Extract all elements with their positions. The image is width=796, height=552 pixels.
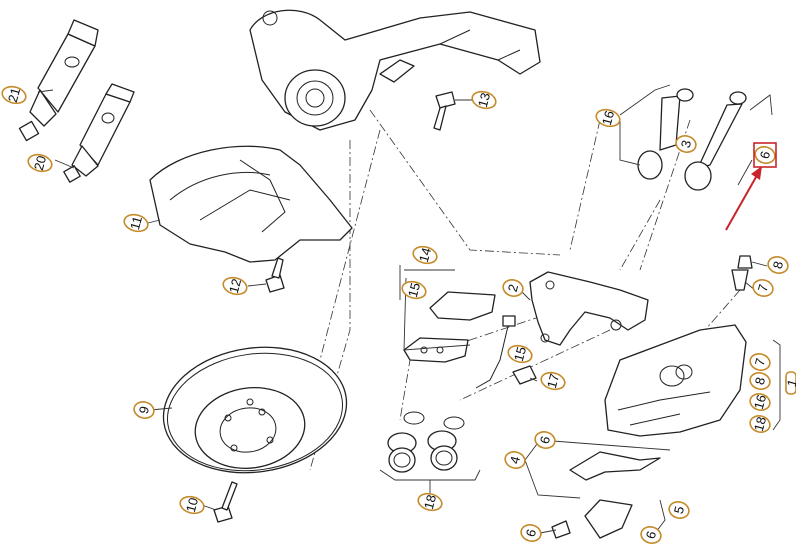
label-10-text: 10 (183, 496, 201, 514)
bolt-13 (433, 91, 472, 131)
label-11-text: 11 (127, 215, 145, 232)
label-7-text: 7 (755, 283, 771, 294)
label-6a-text: 6 (537, 435, 553, 446)
label-3-text: 3 (678, 139, 694, 150)
label-3: 3 (675, 135, 697, 153)
heat-shield-5 (584, 499, 633, 539)
clip-17 (512, 365, 537, 385)
label-8: 8 (767, 256, 789, 274)
label-7: 7 (752, 279, 774, 297)
label-6c-text: 6 (643, 530, 659, 541)
label-14-text: 14 (416, 246, 434, 264)
label-9-text: 9 (136, 405, 152, 416)
label-6a: 6 (534, 431, 556, 449)
label-stack-16-text: 16 (751, 393, 769, 411)
wheel-bearing-housing (249, 9, 541, 131)
piston-seals-18 (387, 411, 465, 473)
label-15a-text: 15 (405, 281, 423, 299)
label-12-text: 12 (226, 277, 244, 295)
bolt-12 (265, 257, 285, 293)
label-16a-text: 16 (599, 109, 617, 127)
wear-sensor-15 (475, 315, 516, 389)
label-6b-text: 6 (523, 528, 539, 539)
label-15b-text: 15 (511, 345, 529, 363)
part-labels: 21 20 11 12 9 10 13 14 (1, 85, 796, 544)
label-15a: 15 (401, 280, 427, 300)
label-20: 20 (27, 153, 53, 173)
label-6b: 6 (520, 524, 542, 542)
bolt-10 (213, 481, 238, 523)
brake-caliper-1 (604, 324, 747, 437)
label-17: 17 (540, 371, 566, 391)
label-17-text: 17 (544, 372, 562, 390)
label-21: 21 (1, 85, 27, 105)
label-2: 2 (502, 279, 524, 297)
label-18a: 18 (417, 492, 443, 512)
dash-dot-lines (309, 109, 741, 471)
label-20-text: 20 (31, 154, 49, 172)
label-5-text: 5 (671, 505, 687, 516)
brake-disc-9 (162, 346, 348, 474)
label-stack-7-text: 7 (752, 357, 768, 368)
label-2-text: 2 (505, 283, 521, 294)
label-16a: 16 (595, 108, 621, 128)
label-4: 4 (504, 451, 526, 469)
brake-pad-14 (403, 291, 496, 363)
bracket-lines (37, 84, 781, 541)
label-stack-18-text: 18 (751, 415, 769, 433)
label-stack-8-text: 8 (752, 376, 768, 387)
retaining-spring-4 (569, 451, 661, 481)
label-9: 9 (133, 401, 155, 419)
label-18a-text: 18 (421, 493, 439, 511)
label-5: 5 (668, 501, 690, 519)
screw-6 (551, 520, 571, 539)
highlight-box (753, 142, 777, 168)
label-14: 14 (412, 245, 438, 265)
label-13: 13 (471, 90, 497, 110)
label-1-text: 1 (784, 378, 796, 389)
highlight-arrow (725, 166, 762, 231)
label-10: 10 (179, 495, 205, 515)
label-15b: 15 (507, 344, 533, 364)
caliper-bracket-2 (529, 271, 649, 346)
label-6d-text: 6 (757, 150, 773, 161)
grease-tube-21 (18, 19, 99, 142)
label-13-text: 13 (475, 91, 493, 109)
label-11: 11 (123, 213, 149, 233)
bleed-screw-7-8 (731, 255, 753, 291)
label-12: 12 (222, 276, 248, 296)
grease-tube-20 (63, 83, 135, 183)
label-6c: 6 (640, 526, 662, 544)
label-21-text: 21 (5, 86, 23, 104)
splash-guard-11 (149, 145, 353, 263)
label-1: 1 (784, 371, 796, 395)
label-stack-7-8-16-18: 7 8 16 18 (749, 353, 771, 433)
label-6d-highlighted: 6 (753, 142, 777, 168)
label-4-text: 4 (507, 455, 523, 466)
label-8-text: 8 (770, 260, 786, 271)
